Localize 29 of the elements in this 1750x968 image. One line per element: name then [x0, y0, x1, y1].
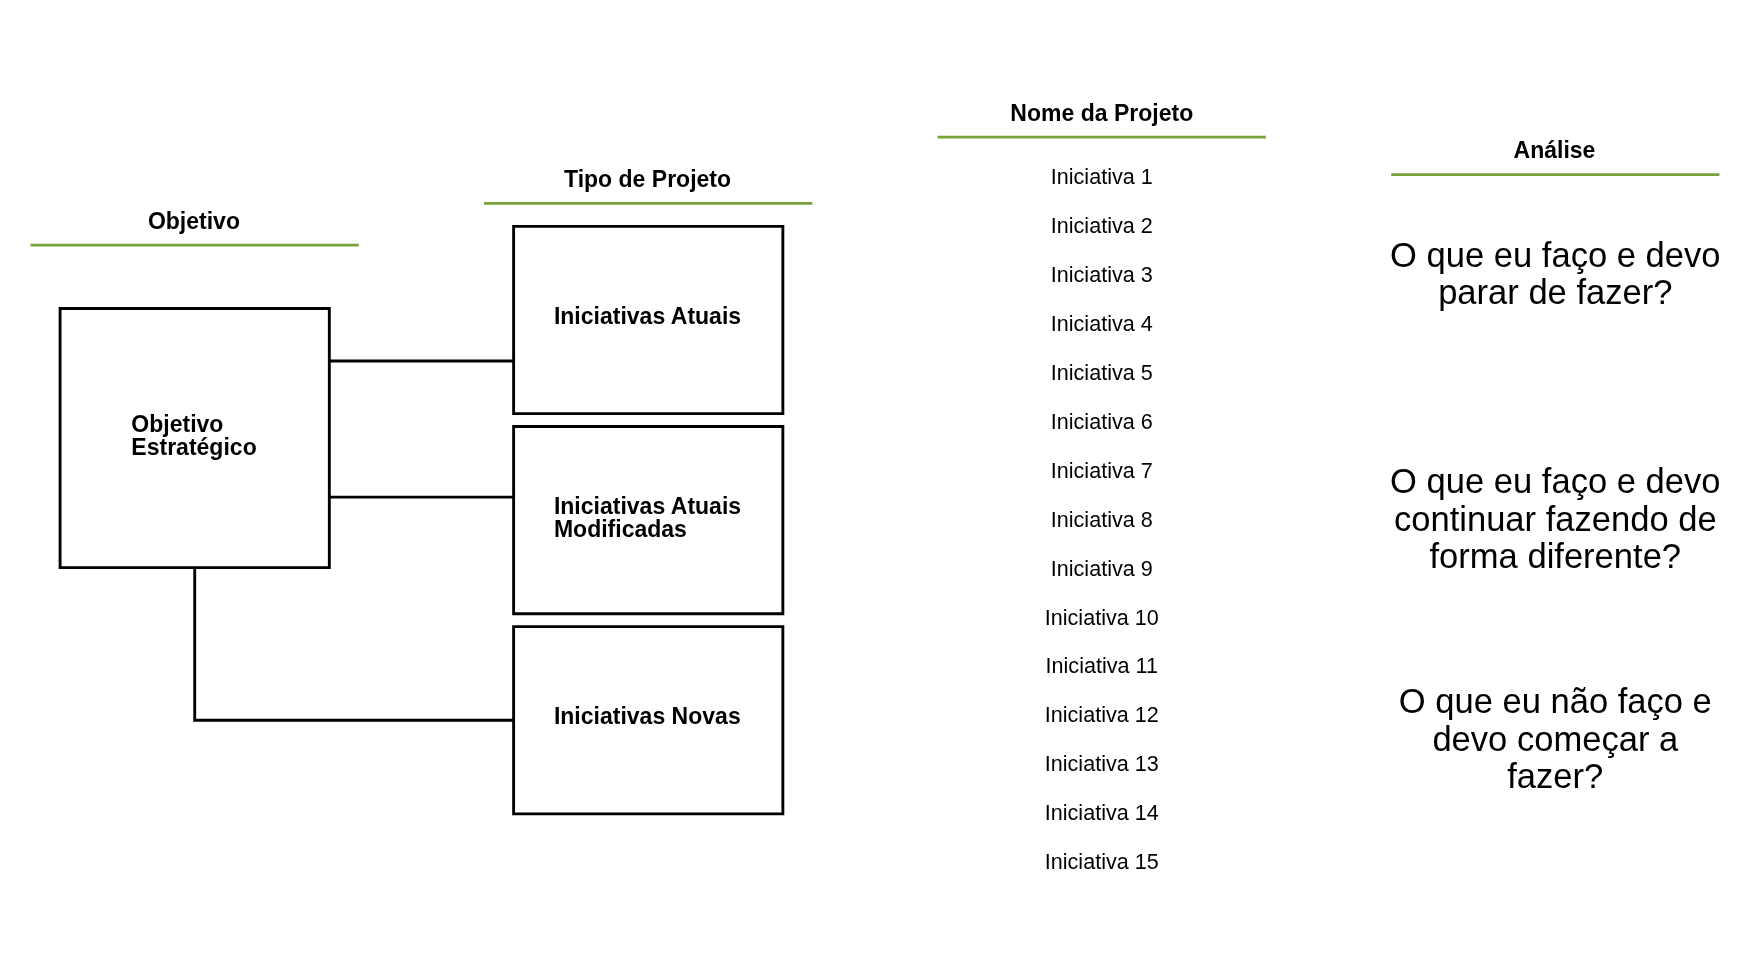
node-box: Iniciativas Atuais Modificadas [512, 424, 785, 615]
connector [329, 495, 514, 499]
label: Iniciativa 1 [1050, 163, 1153, 189]
label: Nome da Projeto [1010, 99, 1194, 126]
label: Iniciativa 2 [1050, 212, 1153, 238]
label: Iniciativa 11 [1045, 652, 1158, 678]
label: Análise [1513, 136, 1596, 163]
node-box: Iniciativas Atuais [512, 224, 785, 415]
label: Iniciativa 10 [1044, 604, 1159, 630]
connector [329, 359, 514, 362]
label: Iniciativa 15 [1044, 848, 1159, 874]
label: Iniciativa 3 [1050, 261, 1153, 287]
node-box: Objetivo Estratégico [58, 306, 331, 569]
label: O que eu faço e devo continuar fazendo de forma diferente? [1390, 461, 1721, 575]
label: Objetivo [147, 207, 240, 234]
label: Iniciativa 13 [1044, 750, 1159, 776]
label: Iniciativa 7 [1050, 457, 1153, 483]
node-box: Iniciativas Novas [512, 624, 785, 815]
label: Iniciativa 5 [1050, 359, 1153, 385]
label: Tipo de Projeto [564, 165, 732, 192]
label: Iniciativa 14 [1044, 799, 1159, 825]
label: Iniciativa 12 [1044, 701, 1159, 727]
label: O que eu não faço e devo começar a fazer? [1398, 681, 1712, 795]
label: O que eu faço e devo parar de fazer? [1390, 235, 1721, 311]
label: Iniciativa 4 [1050, 310, 1153, 336]
label: Iniciativa 8 [1050, 506, 1153, 532]
connector [193, 567, 514, 722]
label: Iniciativa 9 [1050, 555, 1153, 581]
label: Iniciativa 6 [1050, 408, 1153, 434]
